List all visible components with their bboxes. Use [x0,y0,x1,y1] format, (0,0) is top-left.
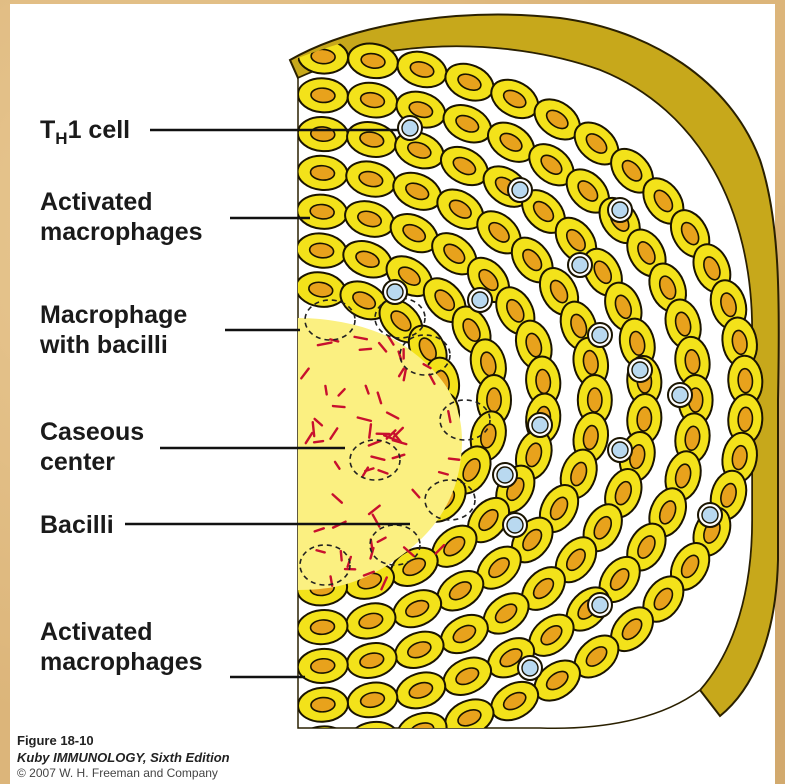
th1-t-cell [383,280,407,304]
caseous-center-label: Caseous center [40,417,144,477]
activated-top-line1: Activated [40,187,203,217]
activated-bottom-line1: Activated [40,617,203,647]
bacillus [325,386,326,394]
macrophage-bacilli-label: Macrophage with bacilli [40,300,187,360]
activated-macrophages-top-label: Activated macrophages [40,187,203,247]
bacillus [341,551,342,560]
th1-t-cell [508,178,532,202]
th1-t-cell [698,503,722,527]
copyright: © 2007 W. H. Freeman and Company [17,766,218,780]
bacilli-label: Bacilli [40,510,114,540]
book-title: Kuby IMMUNOLOGY, Sixth Edition [17,750,230,765]
th1-label-main: T [40,116,55,144]
th1-t-cell [398,116,422,140]
caseous-line2: center [40,447,144,477]
bacillus [369,424,371,437]
activated-bottom-line2: macrophages [40,647,203,677]
activated-top-line2: macrophages [40,217,203,247]
bacillus [314,441,323,442]
th1-t-cell [668,383,692,407]
th1-t-cell [588,323,612,347]
macrophage-bacilli-line1: Macrophage [40,300,187,330]
th1-t-cell [468,288,492,312]
th1-t-cell [518,656,542,680]
th1-t-cell [608,198,632,222]
macrophage-cell [297,725,349,762]
th1-t-cell [568,253,592,277]
caseous-line1: Caseous [40,417,144,447]
th1-t-cell [628,358,652,382]
th1-label-rest: 1 cell [68,116,131,144]
th1-t-cell [493,463,517,487]
th1-t-cell [588,593,612,617]
th1-cell-label: TH1 cell [40,115,130,154]
th1-label-sub: H [55,129,67,148]
macrophage-bacilli-line2: with bacilli [40,330,187,360]
figure-number: Figure 18-10 [17,733,94,748]
th1-t-cell [528,413,552,437]
th1-t-cell [503,513,527,537]
bacillus [313,422,314,436]
bacillus [333,406,345,407]
th1-t-cell [608,438,632,462]
bacillus [360,349,371,350]
activated-macrophages-bottom-label: Activated macrophages [40,617,203,677]
bacillus [449,459,459,460]
bacilli-text: Bacilli [40,511,114,539]
